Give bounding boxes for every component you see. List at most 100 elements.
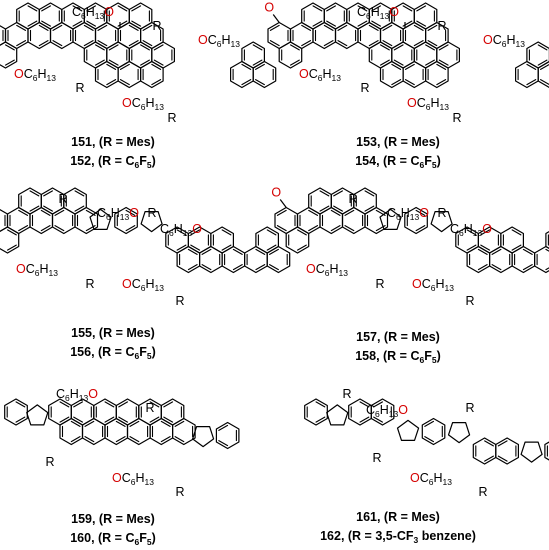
double-bond [480, 229, 491, 236]
five-membered-ring [447, 422, 471, 444]
double-bond [125, 225, 136, 232]
carbon-letter: C [309, 67, 318, 81]
r-letter: R [437, 19, 446, 33]
double-bond [18, 225, 29, 232]
carbon-letter: C [420, 471, 429, 485]
r-letter: R [360, 81, 369, 95]
caption-text: , (R = C [91, 345, 134, 359]
oxygen-letter: O [122, 96, 132, 110]
double-bond [416, 20, 427, 27]
carbon-letter: C [24, 67, 33, 81]
caption-text: , (R = Mes) [377, 510, 440, 524]
double-bond [404, 79, 415, 86]
hexyloxy-label: C6H13O [97, 206, 139, 222]
hydrogen-letter: H [70, 387, 79, 401]
hydrogen-letter: H [40, 262, 49, 276]
benzene-ring [341, 206, 366, 235]
hexyloxy-label: C6H13O [387, 206, 429, 222]
compound-number: 162 [320, 529, 341, 543]
oxygen-letter: O [129, 206, 139, 220]
hexyloxy-label: OC6H13 [16, 262, 58, 278]
double-bond [6, 229, 17, 236]
double-bond [537, 59, 548, 66]
oxygen-letter: O [271, 186, 281, 200]
double-bond [404, 63, 415, 70]
benzene-ring [425, 60, 449, 89]
subscript-13: 13 [339, 268, 349, 278]
double-bond [466, 244, 477, 251]
double-bond [52, 24, 63, 31]
benzene-ring [466, 245, 491, 274]
carbon-letter: C [366, 403, 375, 417]
double-bond [255, 63, 265, 70]
compound-caption-line: 157, (R = Mes) [356, 330, 440, 344]
r-letter: R [372, 451, 381, 465]
caption-text: , (R = Mes) [377, 135, 440, 149]
caption-subscript: 3 [414, 535, 419, 545]
double-bond [326, 20, 337, 27]
compound-caption-line: 155, (R = Mes) [71, 326, 155, 340]
r-group-label: R [147, 206, 156, 220]
double-bond [16, 40, 27, 47]
caption-text: F [424, 349, 432, 363]
double-bond [312, 5, 323, 12]
benzene-ring [544, 441, 549, 461]
double-bond [190, 229, 201, 236]
r-group-label: R [478, 485, 487, 499]
double-bond [308, 225, 319, 232]
benzene-ring [278, 41, 303, 69]
r-letter: R [175, 485, 184, 499]
double-bond [128, 24, 139, 31]
double-bond [484, 455, 494, 462]
hexyloxy-label: OC6H13 [483, 33, 525, 49]
compound-number: 157 [356, 330, 377, 344]
double-bond [97, 24, 108, 31]
oxygen-letter: O [398, 403, 408, 417]
double-bond [176, 229, 187, 236]
benzene-ring [404, 206, 428, 235]
double-bond [232, 248, 243, 255]
subscript-6: 6 [217, 39, 222, 49]
caption-subscript: 6 [420, 160, 425, 170]
subscript-13: 13 [49, 268, 59, 278]
r-group-label: R [465, 294, 474, 308]
double-bond [425, 44, 435, 51]
double-bond [427, 40, 438, 47]
subscript-13: 13 [443, 477, 453, 487]
oxygen-letter: O [410, 471, 420, 485]
subscript-6: 6 [396, 212, 401, 222]
r-group-label: R [152, 19, 161, 33]
double-bond [266, 229, 277, 236]
five-membered-ring [396, 419, 420, 441]
five-membered-ring [26, 404, 49, 426]
subscript-13: 13 [95, 11, 105, 21]
r-group-label: R [437, 206, 446, 220]
double-bond [153, 59, 164, 66]
benzene-ring [402, 60, 427, 89]
compound-number: 154 [355, 154, 376, 168]
double-bond [477, 248, 488, 255]
double-bond [402, 5, 413, 12]
oxygen-letter: O [14, 67, 24, 81]
compound-caption-line: 161, (R = Mes) [356, 510, 440, 524]
double-bond [491, 248, 502, 255]
subscript-13: 13 [120, 212, 130, 222]
benzene-ring [255, 226, 279, 254]
double-bond [382, 24, 393, 31]
five-membered-ring [140, 211, 163, 233]
hexyloxy-label: OC6H13 [122, 96, 164, 112]
r-group-label: R [348, 192, 357, 206]
compound-number: 158 [355, 349, 376, 363]
double-bond [269, 248, 279, 255]
carbon-letter: C [387, 206, 396, 220]
double-bond [128, 40, 139, 47]
compound-caption-line: 159, (R = Mes) [71, 512, 155, 526]
carbon-letter: C [493, 33, 502, 47]
compound-153-structure: OOC6H13OROC6H13OC6H13ROC6H13R [264, 1, 549, 125]
hexyloxy-label: C6H13O [450, 222, 492, 238]
double-bond [415, 209, 426, 216]
substituent-bond [279, 199, 287, 208]
r-group-label: R [58, 192, 67, 206]
